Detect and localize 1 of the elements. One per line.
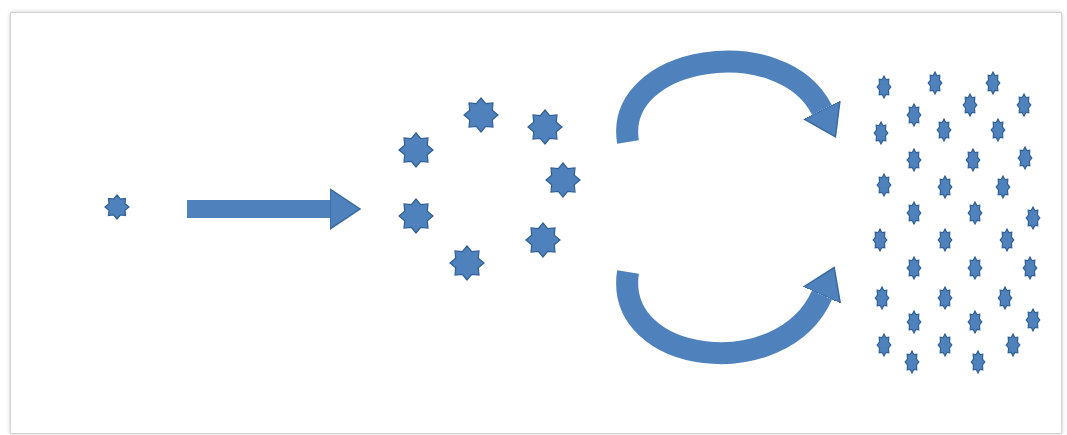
arrow [187,188,361,230]
